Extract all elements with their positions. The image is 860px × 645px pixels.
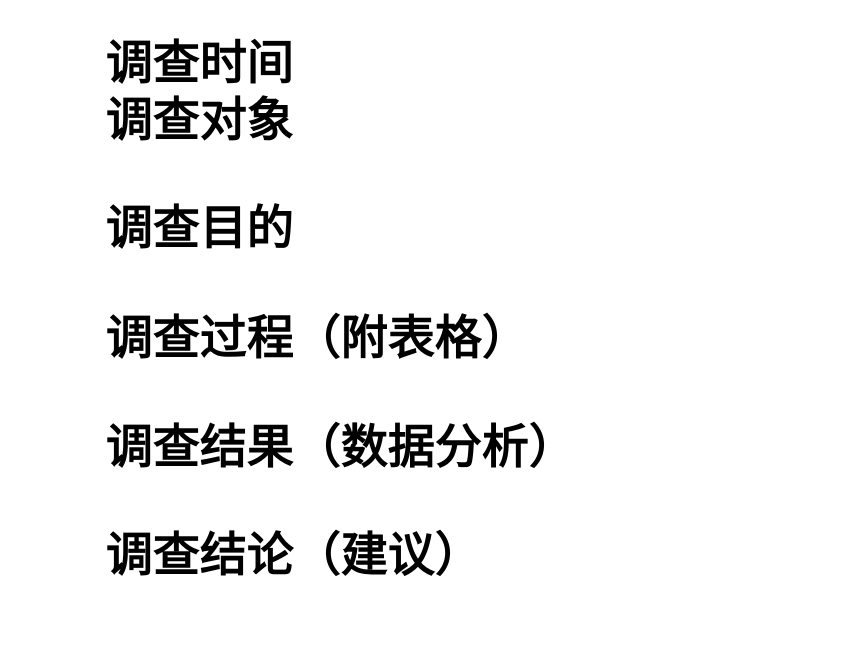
heading-survey-conclusion: 调查结论（建议） [106,528,482,583]
heading-survey-process: 调查过程（附表格） [106,311,529,366]
heading-survey-time: 调查时间 [106,36,294,91]
heading-survey-results: 调查结果（数据分析） [106,420,576,475]
heading-survey-subject: 调查对象 [106,93,294,148]
heading-survey-purpose: 调查目的 [106,201,294,256]
